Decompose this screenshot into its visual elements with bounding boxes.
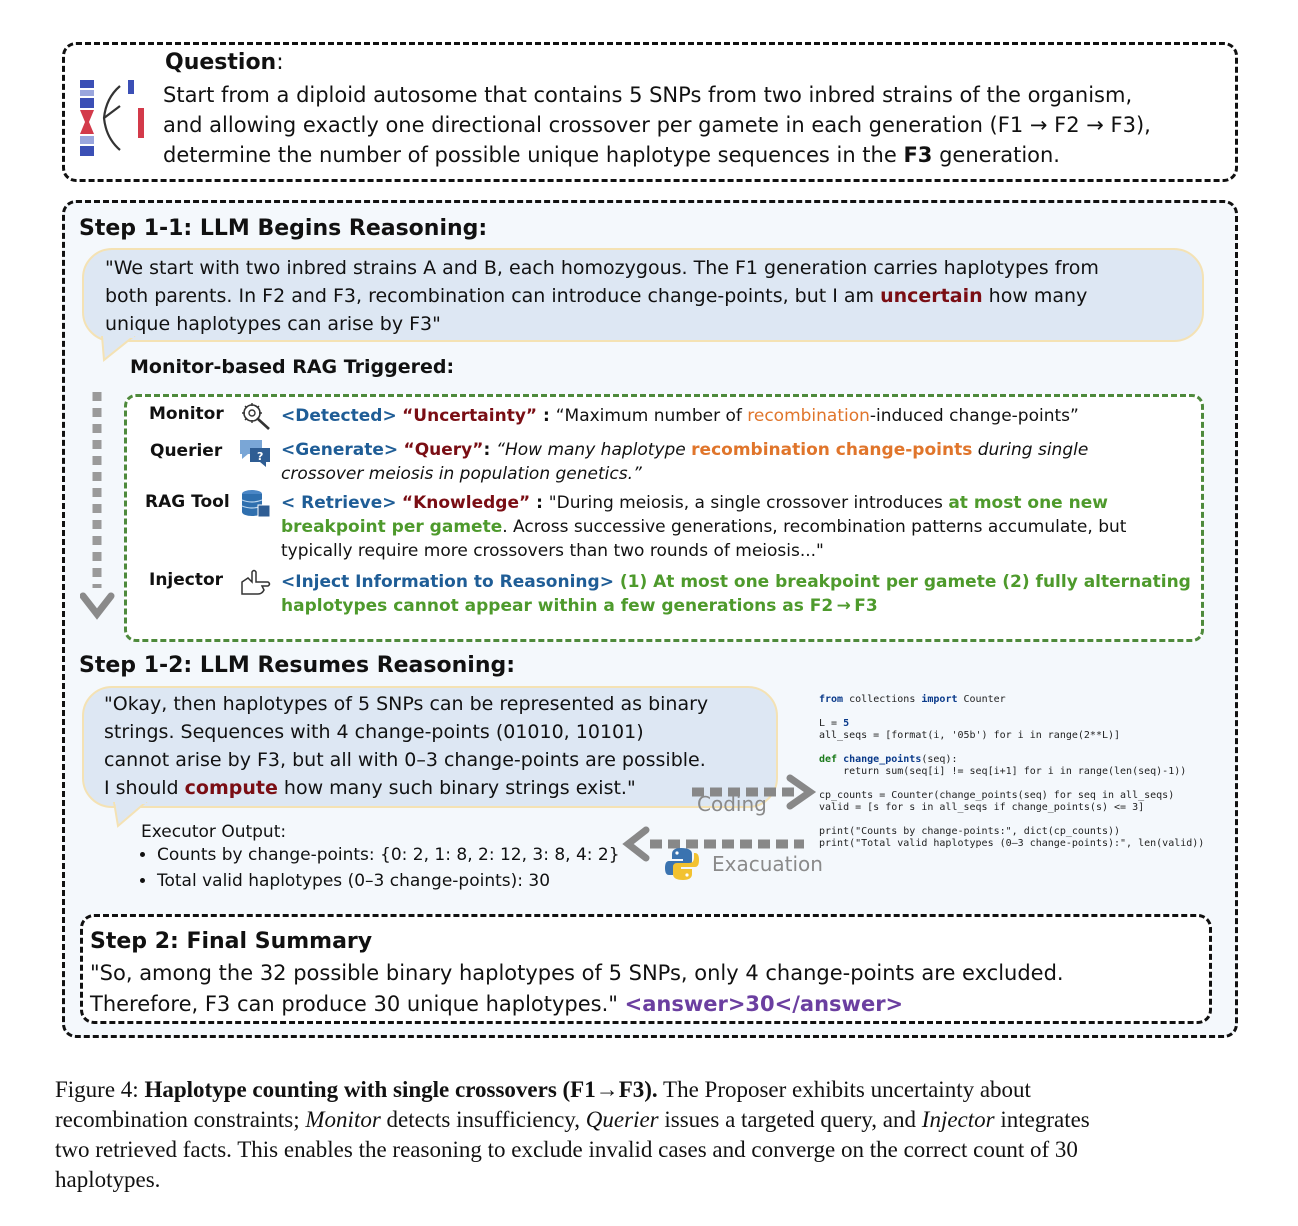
- list-item: Counts by change-points: {0: 2, 1: 8, 2:…: [157, 842, 677, 868]
- execution-label: Exacuation: [712, 852, 823, 876]
- answer-tag: <answer>30</answer>: [625, 992, 904, 1016]
- code-line: L = 5: [819, 718, 849, 729]
- role-querier: Querier: [150, 441, 222, 461]
- summary-text: "So, among the 32 possible binary haplot…: [90, 958, 1200, 1020]
- code-line: all_seqs = [format(i, '05b') for i in ra…: [819, 730, 1120, 741]
- monitor-text: <Detected> “Uncertainty” : “Maximum numb…: [281, 404, 1181, 428]
- role-monitor: Monitor: [149, 404, 224, 424]
- question-title: Question: [165, 50, 276, 75]
- ragtool-text: < Retrieve> “Knowledge” : "During meiosi…: [281, 491, 1191, 563]
- question-line: determine the number of possible unique …: [163, 140, 1223, 170]
- role-injector: Injector: [149, 570, 223, 590]
- step2-title: Step 2: Final Summary: [90, 929, 372, 954]
- question-text: Start from a diploid autosome that conta…: [163, 80, 1223, 170]
- code-line: print("Total valid haplotypes (0–3 chang…: [819, 838, 1204, 849]
- code-line: return sum(seq[i] != seq[i+1] for i in r…: [819, 766, 1186, 777]
- querier-text: <Generate> “Query”: “How many haplotype …: [281, 438, 1191, 486]
- list-item: Total valid haplotypes (0–3 change-point…: [157, 868, 677, 894]
- code-line: valid = [s for s in all_seqs if change_p…: [819, 802, 1144, 813]
- coding-label: Coding: [697, 792, 767, 816]
- query-bubble-icon: ?: [238, 438, 272, 468]
- injector-text: <Inject Information to Reasoning> (1) At…: [281, 570, 1191, 618]
- question-line: and allowing exactly one directional cro…: [163, 110, 1223, 140]
- executor-title: Executor Output:: [141, 822, 286, 842]
- down-arrow-icon: [80, 388, 120, 626]
- code-line: print("Counts by change-points:", dict(c…: [819, 826, 1120, 837]
- code-line: from collections import Counter: [819, 694, 1006, 705]
- hand-pointer-icon: [240, 568, 272, 596]
- bubble-2-text: "Okay, then haplotypes of 5 SNPs can be …: [104, 690, 774, 802]
- step11-title: Step 1-1: LLM Begins Reasoning:: [79, 216, 487, 241]
- code-line: cp_counts = Counter(change_points(seq) f…: [819, 790, 1174, 801]
- magnifier-gear-icon: [240, 401, 272, 431]
- svg-text:?: ?: [257, 450, 263, 463]
- bubble-1-text: "We start with two inbred strains A and …: [105, 254, 1195, 338]
- code-block: from collections import Counter L = 5 al…: [819, 682, 1204, 850]
- step12-title: Step 1-2: LLM Resumes Reasoning:: [79, 653, 515, 678]
- executor-list: Counts by change-points: {0: 2, 1: 8, 2:…: [135, 842, 677, 894]
- role-ragtool: RAG Tool: [145, 492, 230, 512]
- chromosome-icon: [76, 78, 148, 162]
- figure-caption: Figure 4: Haplotype counting with single…: [55, 1075, 1245, 1195]
- code-line: def change_points(seq):: [819, 754, 957, 765]
- question-line: Start from a diploid autosome that conta…: [163, 80, 1223, 110]
- database-icon: [240, 489, 272, 519]
- rag-title: Monitor-based RAG Triggered:: [130, 356, 454, 378]
